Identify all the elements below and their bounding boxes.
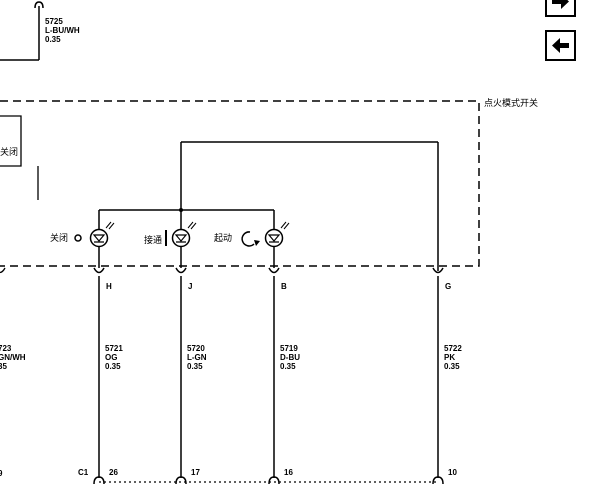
previous-page-button[interactable]: [545, 30, 576, 61]
wire-circuit: 5722: [444, 344, 462, 353]
next-page-button[interactable]: [545, 0, 576, 17]
connector-terminal-icon: [268, 476, 280, 484]
top-wire-circuit: 5725: [45, 17, 63, 26]
wire-color: L-GN: [187, 353, 207, 362]
wire-circuit: 5719: [280, 344, 298, 353]
off-position-icon: [74, 234, 82, 242]
led-indicator-icon: [89, 221, 115, 248]
connector-pin-label: 26: [109, 468, 118, 477]
position-off-label: 关闭: [50, 232, 68, 243]
wire-size: 0.35: [187, 362, 203, 371]
wire-size: 0.35: [105, 362, 121, 371]
pin-terminal-icon: [175, 267, 187, 274]
pin-terminal-icon: [268, 267, 280, 274]
wire-circuit: 5721: [105, 344, 123, 353]
pin-label: H: [106, 282, 112, 291]
pin-terminal-icon: [432, 267, 444, 274]
connector-pin-label: 17: [191, 468, 200, 477]
left-wire-size: 35: [0, 362, 7, 371]
wire-size: 0.35: [280, 362, 296, 371]
wire-color: OG: [105, 353, 117, 362]
connector-terminal-icon: [432, 476, 444, 484]
left-wire-circuit: 723: [0, 344, 12, 353]
top-wire-color: L-BU/WH: [45, 26, 80, 35]
arrow-left-icon: [552, 38, 569, 53]
switch-boundary: [0, 100, 480, 267]
component-label: 点火模式开关: [484, 97, 538, 108]
wire-color: PK: [444, 353, 455, 362]
connector-name: C1: [78, 468, 89, 477]
left-pin-partial: 9: [0, 469, 3, 478]
connector-terminal-icon: [93, 476, 105, 484]
led-indicator-icon: [171, 221, 197, 248]
pin-label: B: [281, 282, 287, 291]
position-start-label: 起动: [214, 233, 232, 243]
connector-pin-label: 10: [448, 468, 457, 477]
position-on-label: 接通: [144, 234, 162, 245]
pin-label: J: [188, 282, 192, 291]
wire-size: 0.35: [444, 362, 460, 371]
arrow-right-icon: [552, 0, 569, 9]
connector-terminal-icon: [175, 476, 187, 484]
connector-pin-label: 16: [284, 468, 293, 477]
left-partial-label: 关闭: [0, 146, 18, 157]
wire-circuit: 5720: [187, 344, 205, 353]
pin-label: G: [445, 282, 451, 291]
wire-color: D-BU: [280, 353, 300, 362]
top-wire-size: 0.35: [45, 35, 61, 44]
led-indicator-icon: [264, 221, 290, 248]
top-terminal-icon: [34, 1, 44, 9]
left-wire-color: GN/WH: [0, 353, 26, 362]
start-position-icon: [241, 231, 260, 247]
pin-terminal-icon: [93, 267, 105, 274]
